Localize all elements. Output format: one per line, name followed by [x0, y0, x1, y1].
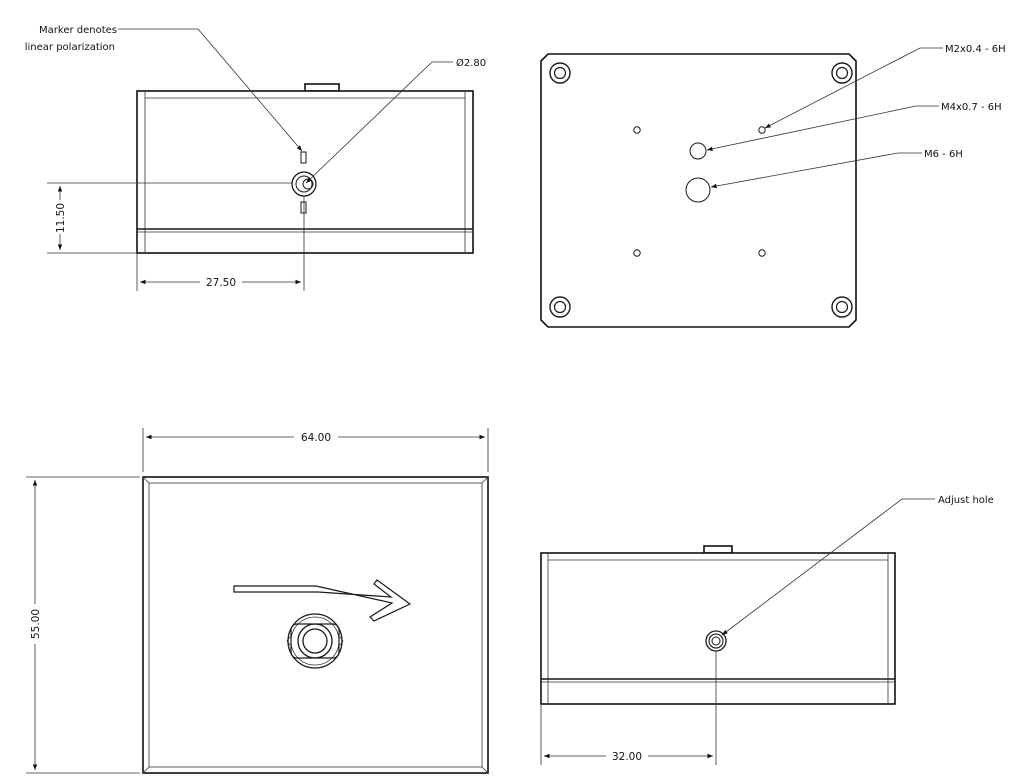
- front-aperture-inner: [295, 175, 313, 193]
- m2-hole-2: [758, 126, 766, 134]
- marker-label-line1: Marker denotes: [39, 25, 117, 36]
- top-body: [142, 476, 489, 774]
- m2-leader: [764, 47, 943, 129]
- top-connector: [286, 613, 344, 669]
- m4-label: M4x0.7 - 6H: [941, 102, 1002, 113]
- m6-leader: [710, 152, 922, 189]
- direction-arrow-icon: [233, 579, 412, 622]
- dim-overall-width: 64.00: [301, 432, 331, 444]
- top-body-inner: [148, 482, 483, 768]
- side-body: [540, 552, 896, 705]
- corner-screw-tl: [549, 62, 571, 84]
- top-tab: [304, 83, 340, 92]
- dim-overall-height: 55.00: [30, 609, 42, 639]
- polarization-marker-top: [300, 151, 307, 164]
- rear-view: M2x0.4 - 6H M4x0.7 - 6H M6 - 6H: [540, 44, 1006, 328]
- adjust-leader: [721, 498, 935, 636]
- m2-hole-4: [758, 249, 766, 257]
- dim-height-offset: 11.50: [55, 203, 67, 233]
- adjust-label: Adjust hole: [938, 495, 994, 506]
- dim-width-offset: 27.50: [206, 277, 236, 289]
- front-view: Marker denotes linear polarization Ø2.80…: [25, 25, 486, 291]
- diameter-label: Ø2.80: [456, 57, 486, 69]
- m6-label: M6 - 6H: [924, 149, 963, 160]
- m4-hole: [689, 142, 707, 160]
- top-view: 64.00 55.00: [26, 428, 489, 774]
- corner-screw-bl: [549, 296, 571, 318]
- m2-hole-3: [633, 249, 641, 257]
- rear-plate: [540, 53, 857, 328]
- diameter-leader: [305, 61, 453, 184]
- side-view: Adjust hole 32.00: [540, 495, 994, 765]
- dim-side-offset: 32.00: [612, 751, 642, 763]
- polarization-marker-bottom: [300, 201, 307, 214]
- corner-screw-tr: [831, 62, 853, 84]
- marker-leader: [118, 28, 303, 152]
- m6-hole: [685, 177, 711, 203]
- m2-label: M2x0.4 - 6H: [945, 44, 1006, 55]
- side-top-tab: [703, 545, 733, 554]
- marker-label-line2: linear polarization: [25, 42, 115, 53]
- corner-screw-br: [831, 296, 853, 318]
- m4-leader: [706, 105, 939, 152]
- m2-hole-1: [633, 126, 641, 134]
